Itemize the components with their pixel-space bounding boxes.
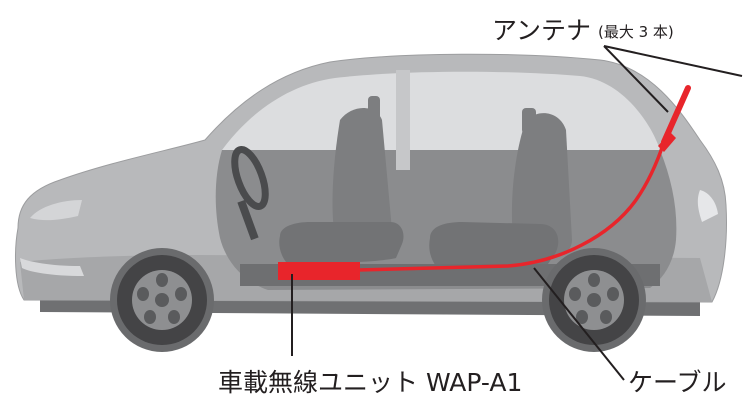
leader-lines	[291, 45, 743, 381]
front-wheel	[110, 248, 214, 352]
antenna-label-group: アンテナ (最大 3 本)	[492, 16, 674, 45]
rear-wheel	[542, 248, 646, 352]
tail-light	[697, 190, 718, 222]
wireless-unit	[278, 262, 360, 280]
antenna-leader-2	[603, 45, 743, 77]
steering-wheel	[231, 146, 269, 241]
antenna	[661, 85, 691, 145]
cable-label: ケーブル	[628, 368, 727, 396]
antenna-note: (最大 3 本)	[598, 23, 674, 41]
headlight	[30, 200, 82, 221]
antenna-label: アンテナ	[492, 16, 591, 45]
cable-leader	[533, 267, 625, 381]
rear-seat	[429, 108, 572, 268]
front-bumper	[20, 258, 84, 276]
antenna-leader	[603, 45, 669, 113]
unit-label: 車載無線ユニット WAP-A1	[218, 368, 522, 396]
b-pillar	[396, 70, 410, 170]
wireless-unit-assembly	[278, 85, 691, 280]
front-seat	[279, 96, 404, 263]
cable	[356, 140, 666, 272]
